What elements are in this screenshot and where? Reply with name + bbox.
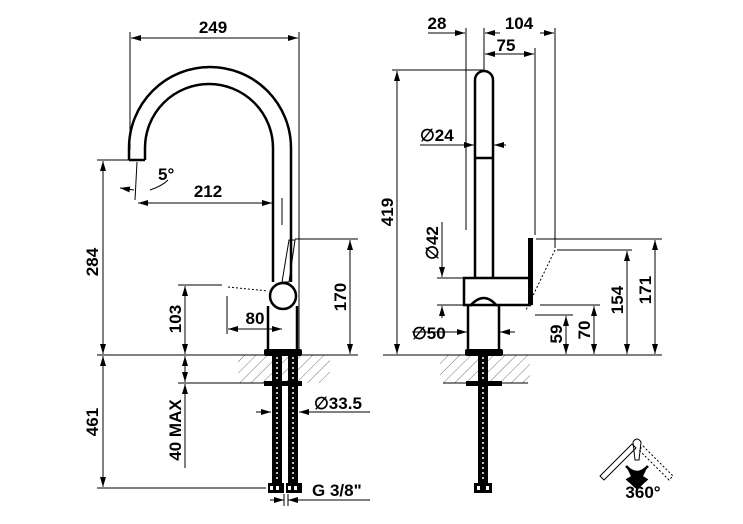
dim-base-diameter: ∅50 xyxy=(412,324,446,343)
dim-lever-height-top: 170 xyxy=(331,283,350,311)
countertop-section xyxy=(238,355,330,383)
lever xyxy=(528,238,533,305)
rotation-360-icon: 360° xyxy=(599,438,674,502)
dim-h171: 171 xyxy=(636,276,655,304)
dim-total-height: 419 xyxy=(378,198,397,226)
dim-lever-height: 103 xyxy=(166,305,185,333)
dim-spout-reach: 212 xyxy=(194,182,222,201)
dim-lever-reach: 80 xyxy=(246,309,265,328)
dim-offset-b: 104 xyxy=(505,14,534,33)
dim-h59: 59 xyxy=(547,325,566,344)
lever xyxy=(281,239,296,283)
dim-spout-angle: 5° xyxy=(158,165,174,184)
supply-hoses xyxy=(264,355,302,493)
dim-h70: 70 xyxy=(575,321,594,340)
dim-width-overall: 249 xyxy=(199,18,227,37)
base-plate xyxy=(465,349,503,356)
dim-body-diameter: ∅42 xyxy=(423,226,442,260)
rotation-label: 360° xyxy=(625,483,660,502)
spout xyxy=(127,65,293,282)
dim-below-counter: 461 xyxy=(83,408,102,436)
spout-tube xyxy=(473,69,495,278)
dim-spout-height: 284 xyxy=(83,247,102,276)
dim-hose-connection: G 3/8" xyxy=(312,481,362,500)
dim-offset-c: 75 xyxy=(497,36,516,55)
lever-open-position xyxy=(525,249,556,311)
supply-hose xyxy=(466,355,502,493)
lever-open-position xyxy=(227,286,269,292)
front-view: 28 104 75 419 ∅24 ∅42 ∅50 59 70 154 xyxy=(378,14,662,493)
dim-counter-thickness: 40 MAX xyxy=(166,399,185,461)
base-plate xyxy=(264,349,302,356)
side-view: 249 284 5° 212 170 103 80 461 40 MAX xyxy=(83,18,370,506)
dim-shank-diameter: ∅33.5 xyxy=(314,394,362,413)
dim-spout-diameter: ∅24 xyxy=(420,126,454,145)
dim-offset-a: 28 xyxy=(428,14,447,33)
dim-h154: 154 xyxy=(608,285,627,314)
ball-joint xyxy=(268,281,298,311)
